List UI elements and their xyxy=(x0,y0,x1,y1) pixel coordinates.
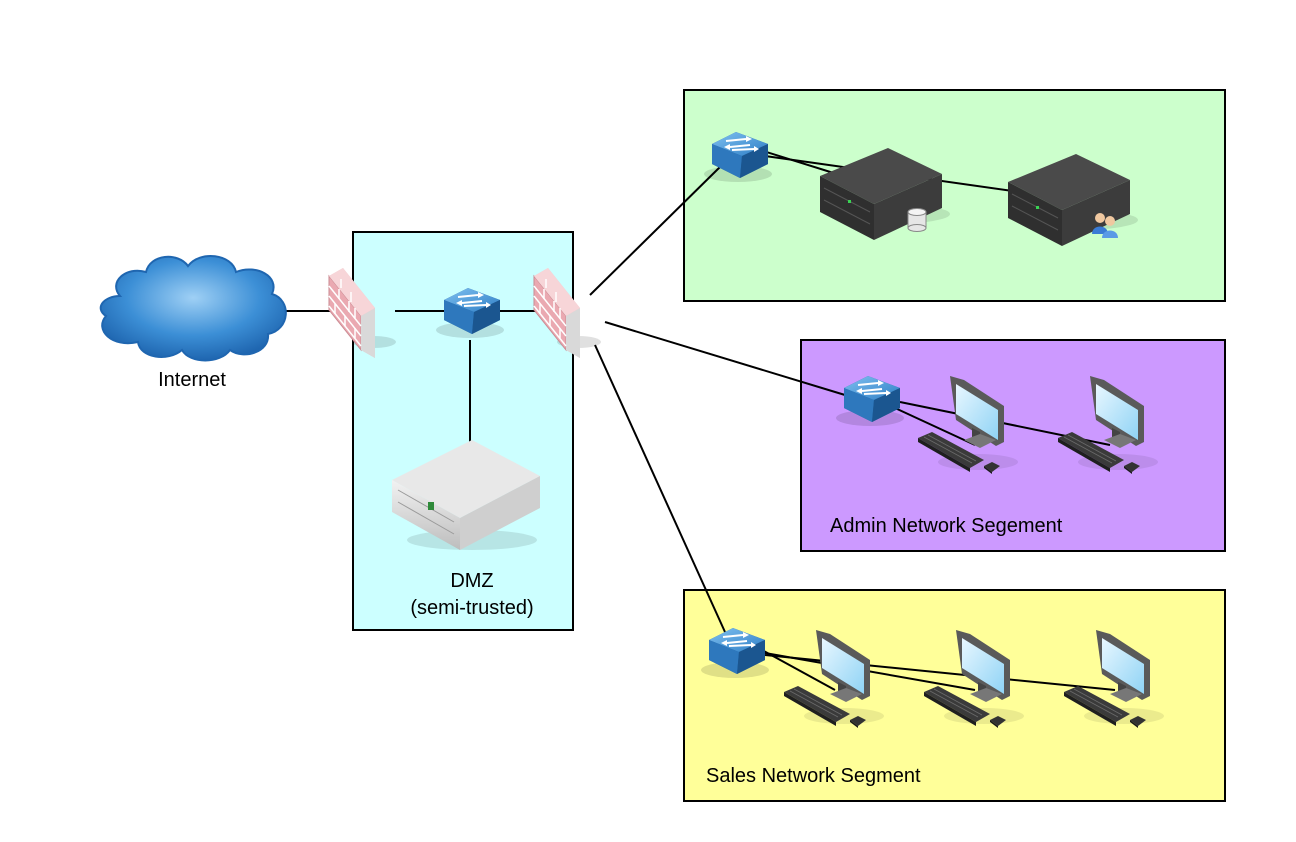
server-zone xyxy=(683,89,1226,302)
admin-workstation-2-icon xyxy=(1057,375,1159,475)
user-server-icon xyxy=(1007,153,1139,247)
link-firewall2-server-switch xyxy=(589,164,723,296)
link-switch-dbserver xyxy=(759,149,841,176)
dmz-title: DMZ xyxy=(450,570,494,592)
dmz-server-icon xyxy=(391,439,541,551)
link-admin-ws1 xyxy=(894,407,976,446)
dmz-subtitle: (semi-trusted) xyxy=(410,597,534,619)
users-icon xyxy=(1092,213,1118,238)
database-server-icon xyxy=(819,147,951,241)
admin-switch-icon xyxy=(835,375,905,427)
server-switch-icon xyxy=(703,131,773,183)
admin-network-zone xyxy=(800,339,1226,552)
sales-workstation-3-icon xyxy=(1063,629,1165,729)
sales-network-label: Sales Network Segment xyxy=(706,765,921,787)
link-firewall2-sales-switch xyxy=(594,344,726,633)
firewall-inner-icon xyxy=(533,267,602,359)
sales-workstation-2-icon xyxy=(923,629,1025,729)
internet-label: Internet xyxy=(158,369,226,391)
admin-network-label: Admin Network Segement xyxy=(830,515,1063,537)
dmz-switch-icon xyxy=(435,287,505,339)
sales-workstation-1-icon xyxy=(783,629,885,729)
firewall-outer-icon xyxy=(328,267,397,359)
sales-switch-icon xyxy=(700,627,770,679)
database-icon xyxy=(907,208,927,232)
link-firewall2-admin-switch xyxy=(604,321,846,396)
internet-cloud-icon xyxy=(99,254,287,362)
